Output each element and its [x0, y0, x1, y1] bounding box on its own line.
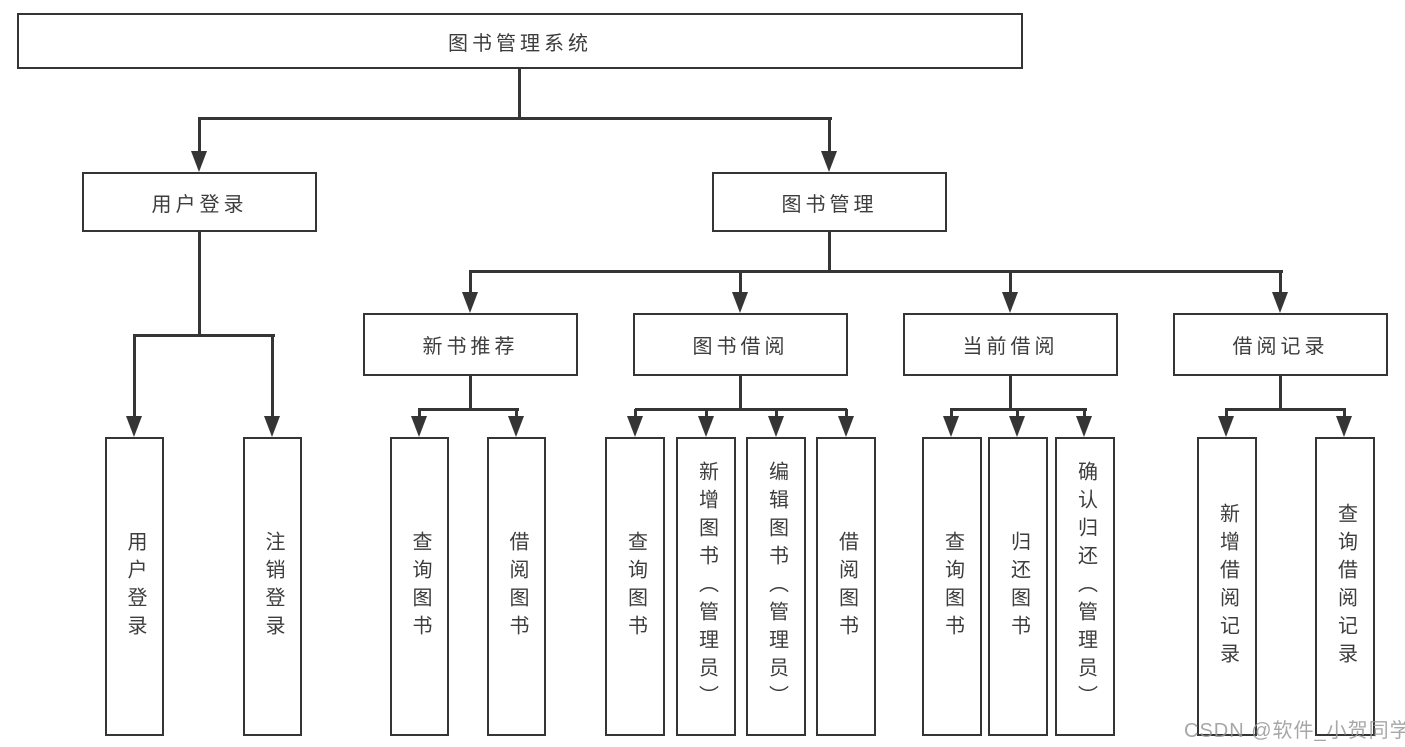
connector-user-login-stub [198, 232, 201, 336]
node-new-book-recommendation-label: 新书推荐 [422, 336, 519, 358]
leaf-bb-edit-book-admin: 编辑图书（管理员） [746, 437, 806, 736]
leaf-bb-edit-book-admin-label: 编辑图书（管理员） [765, 460, 788, 713]
arrow-cb-query-books [943, 409, 959, 437]
leaf-br-query-record: 查询借阅记录 [1315, 437, 1375, 736]
arrow-to-current-borrowing [1002, 272, 1018, 313]
arrow-to-book-management [821, 119, 837, 172]
arrow-cb-return-books [1009, 409, 1025, 437]
connector-borrowing-rail [635, 408, 847, 411]
leaf-cb-query-books: 查询图书 [922, 437, 982, 736]
arrow-bb-query-books [627, 409, 643, 437]
leaf-br-query-record-label: 查询借阅记录 [1334, 502, 1357, 671]
leaf-bb-borrow-books-label: 借阅图书 [835, 530, 858, 643]
arrow-bb-add-book [698, 409, 714, 437]
connector-level3-rail [469, 270, 1283, 273]
leaf-bb-add-book-admin: 新增图书（管理员） [676, 437, 736, 736]
arrow-to-borrowing-records [1272, 272, 1288, 313]
node-new-book-recommendation: 新书推荐 [363, 313, 578, 376]
leaf-cb-return-books-label: 归还图书 [1007, 530, 1030, 643]
leaf-logout: 注销登录 [243, 437, 302, 736]
leaf-cb-return-books: 归还图书 [988, 437, 1048, 736]
arrow-to-leaf-logout [264, 336, 280, 437]
connector-new-book-stub [469, 376, 472, 410]
node-borrowing-records: 借阅记录 [1173, 313, 1388, 376]
arrow-nb-borrow-books [508, 409, 524, 437]
leaf-logout-label: 注销登录 [262, 530, 284, 643]
leaf-nb-borrow-books: 借阅图书 [487, 437, 546, 736]
leaf-nb-query-books: 查询图书 [390, 437, 449, 736]
node-current-borrowing: 当前借阅 [903, 313, 1118, 376]
connector-current-stub [1009, 376, 1012, 410]
leaf-cb-query-books-label: 查询图书 [941, 530, 964, 643]
leaf-cb-confirm-return-admin: 确认归还（管理员） [1055, 437, 1115, 736]
leaf-br-add-record-label: 新增借阅记录 [1216, 502, 1239, 671]
node-borrowing-records-label: 借阅记录 [1232, 336, 1329, 358]
node-book-borrowing: 图书借阅 [633, 313, 848, 376]
arrow-cb-confirm-return [1076, 409, 1092, 437]
leaf-cb-confirm-return-admin-label: 确认归还（管理员） [1074, 460, 1097, 713]
leaf-nb-query-books-label: 查询图书 [409, 530, 431, 643]
arrow-to-user-login [191, 119, 207, 172]
leaf-nb-borrow-books-label: 借阅图书 [506, 530, 528, 643]
arrow-nb-query-books [411, 409, 427, 437]
arrow-to-new-book-recommendation [462, 272, 478, 313]
arrow-br-add-record [1218, 409, 1234, 437]
node-library-system-label: 图书管理系统 [448, 32, 592, 55]
connector-borrowing-stub [739, 376, 742, 410]
node-book-management: 图书管理 [712, 172, 947, 232]
leaf-bb-add-book-admin-label: 新增图书（管理员） [695, 460, 718, 713]
arrow-br-query-record [1336, 409, 1352, 437]
leaf-user-login-label: 用户登录 [124, 530, 146, 643]
arrow-to-leaf-user-login [126, 336, 142, 437]
arrow-bb-edit-book [768, 409, 784, 437]
connector-root-stub [518, 69, 521, 119]
arrow-to-book-borrowing [732, 272, 748, 313]
connector-records-stub [1279, 376, 1282, 410]
leaf-user-login: 用户登录 [105, 437, 164, 736]
node-book-borrowing-label: 图书借阅 [692, 336, 789, 358]
arrow-bb-borrow-books [838, 409, 854, 437]
connector-current-rail [950, 408, 1087, 411]
node-current-borrowing-label: 当前借阅 [962, 336, 1059, 358]
connector-book-management-stub [828, 232, 831, 272]
leaf-bb-borrow-books: 借阅图书 [816, 437, 876, 736]
connector-user-login-rail [133, 334, 275, 337]
connector-records-rail [1225, 408, 1346, 411]
node-book-management-label: 图书管理 [781, 193, 878, 216]
node-user-login: 用户登录 [82, 172, 317, 232]
leaf-br-add-record: 新增借阅记录 [1197, 437, 1257, 736]
leaf-bb-query-books-label: 查询图书 [624, 530, 647, 643]
node-user-login-label: 用户登录 [151, 193, 248, 216]
connector-level2-rail [198, 117, 832, 120]
node-library-system: 图书管理系统 [17, 13, 1023, 69]
connector-new-book-rail [418, 408, 519, 411]
leaf-bb-query-books: 查询图书 [605, 437, 665, 736]
csdn-watermark: CSDN @软件_小贺同学 [1184, 720, 1405, 742]
